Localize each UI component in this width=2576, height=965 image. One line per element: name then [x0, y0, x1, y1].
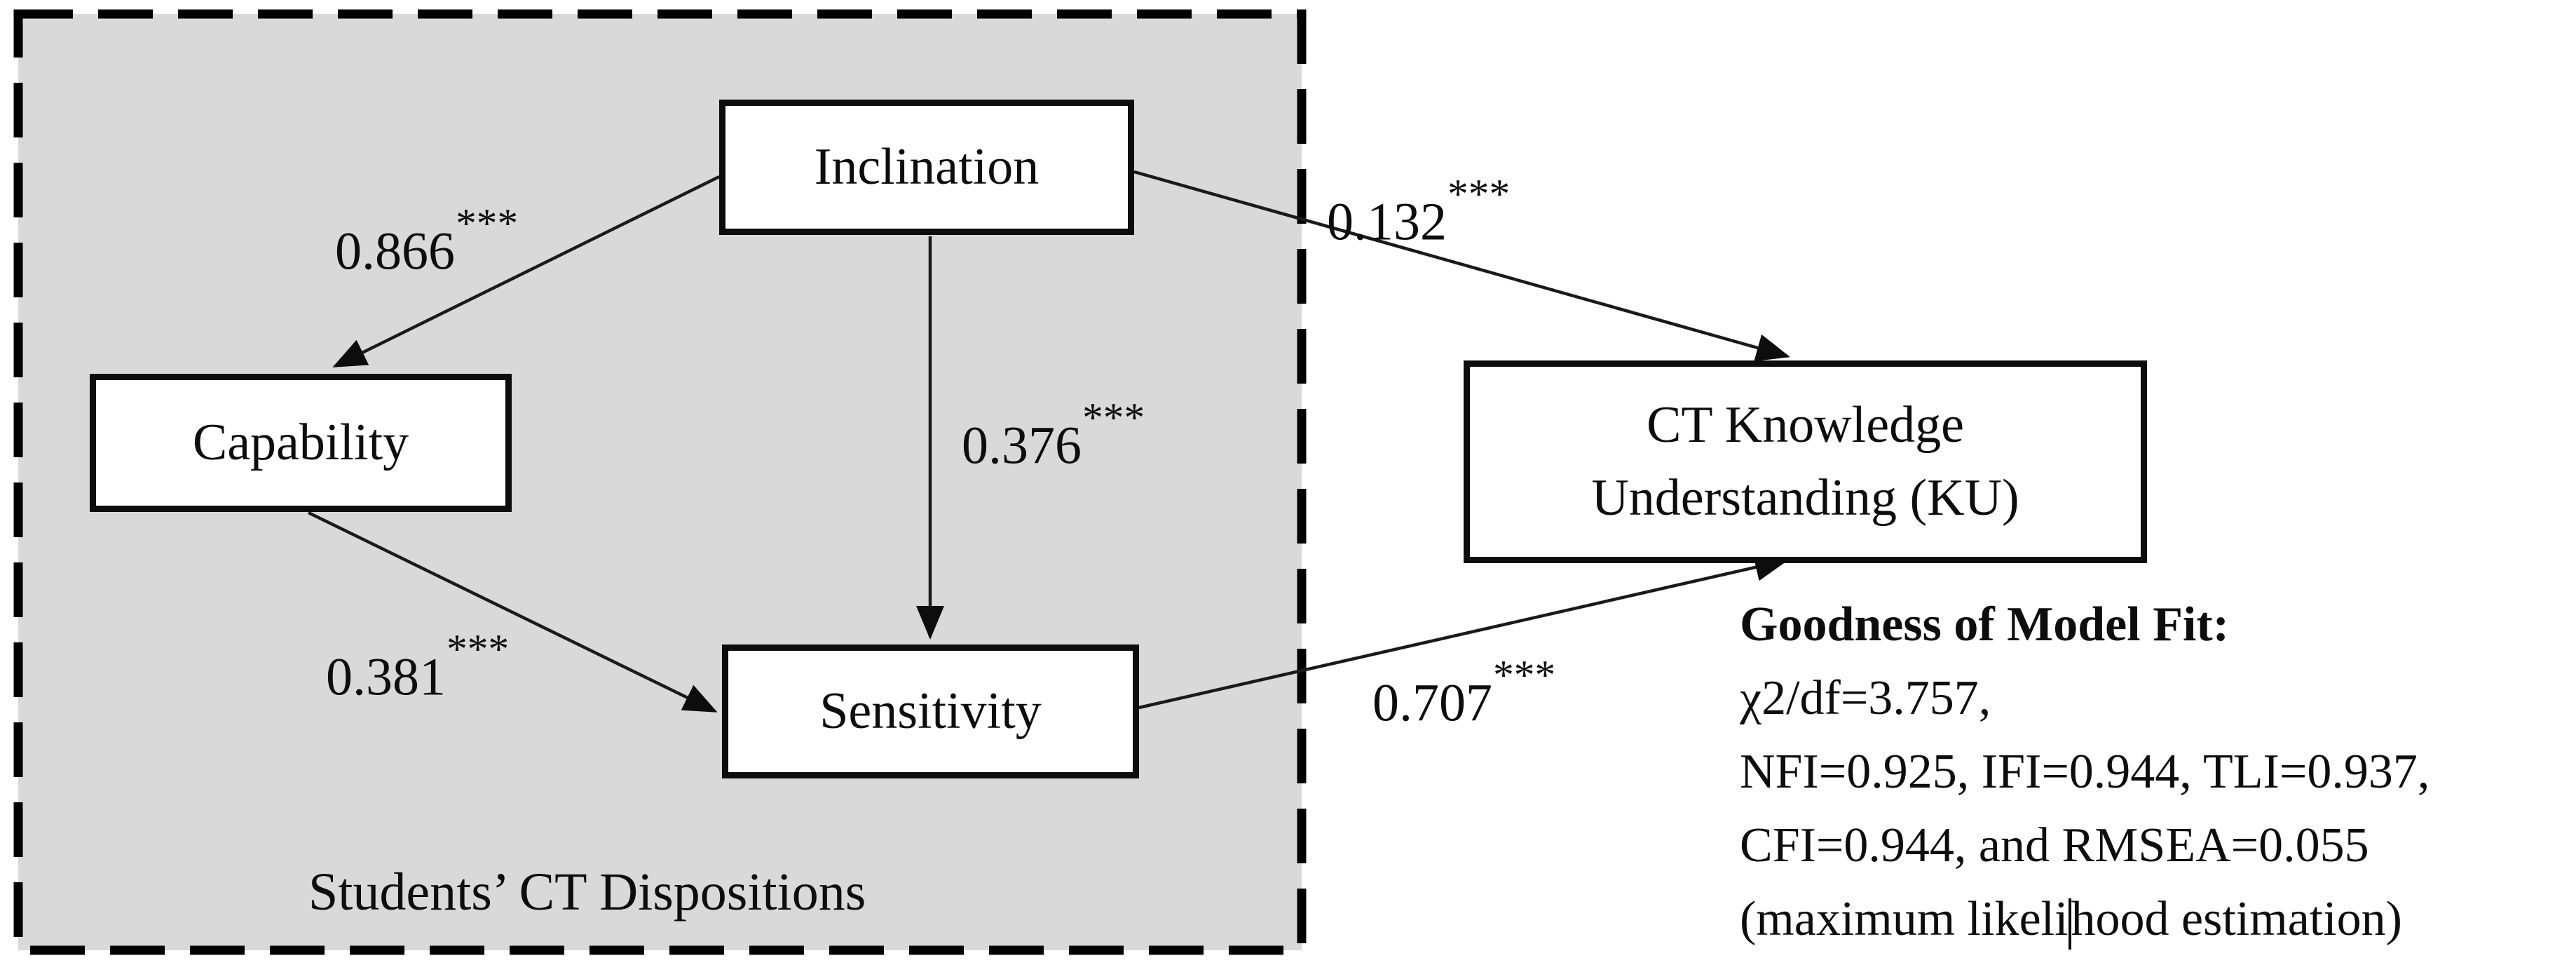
arrow-inclination-capability	[332, 175, 720, 368]
path-coefficient-sensitivity-ku: 0.707***	[1372, 654, 1555, 733]
node-ku-label-line1: CT Knowledge	[1647, 396, 1964, 454]
path-coefficient-inclination-sensitivity: 0.376***	[962, 396, 1145, 475]
fit-cfi-rmsea-line: CFI=0.944, and RMSEA=0.055	[1740, 818, 2369, 872]
node-inclination-label: Inclination	[814, 137, 1040, 196]
coefficient-value: 0.376	[962, 416, 1082, 475]
goodness-of-fit-block: Goodness of Model Fit: χ2/df=3.757, NFI=…	[1740, 588, 2430, 956]
fit-estimation-line: (maximum likelihood estimation)	[1740, 882, 2430, 956]
text-cursor	[2068, 898, 2071, 950]
arrow-sensitivity-ku	[1138, 553, 1789, 710]
significance-stars: ***	[1447, 170, 1511, 217]
arrow-capability-sensitivity	[308, 511, 718, 713]
arrow-inclination-ku	[1133, 170, 1790, 362]
significance-stars: ***	[447, 626, 510, 673]
fit-estimation-line-pre: (maximum likeli	[1740, 892, 2069, 946]
node-ku-label-line2: Understanding (KU)	[1591, 468, 2019, 527]
coefficient-value: 0.866	[335, 222, 455, 281]
node-ct-knowledge-understanding: CT Knowledge Understanding (KU)	[1464, 360, 2147, 563]
node-capability-label: Capability	[192, 413, 409, 471]
node-capability: Capability	[90, 374, 512, 512]
path-coefficient-inclination-capability: 0.866***	[335, 202, 518, 281]
significance-stars: ***	[456, 200, 519, 247]
fit-nfi-ifi-tli-line: NFI=0.925, IFI=0.944, TLI=0.937,	[1740, 745, 2430, 799]
node-sensitivity-label: Sensitivity	[819, 682, 1042, 740]
path-coefficient-inclination-ku: 0.132***	[1327, 173, 1510, 252]
coefficient-value: 0.381	[326, 647, 446, 707]
dispositions-panel-caption: Students’ CT Dispositions	[308, 863, 866, 922]
fit-chi-square-line: χ2/df=3.757,	[1740, 671, 1991, 725]
node-sensitivity: Sensitivity	[722, 645, 1139, 778]
path-coefficient-capability-sensitivity: 0.381***	[326, 628, 509, 707]
significance-stars: ***	[1493, 652, 1556, 699]
significance-stars: ***	[1082, 394, 1145, 441]
coefficient-value: 0.132	[1327, 192, 1447, 252]
fit-heading: Goodness of Model Fit:	[1740, 598, 2230, 652]
node-inclination: Inclination	[719, 100, 1134, 235]
fit-estimation-line-post: hood estimation)	[2071, 892, 2402, 946]
coefficient-value: 0.707	[1372, 673, 1492, 733]
